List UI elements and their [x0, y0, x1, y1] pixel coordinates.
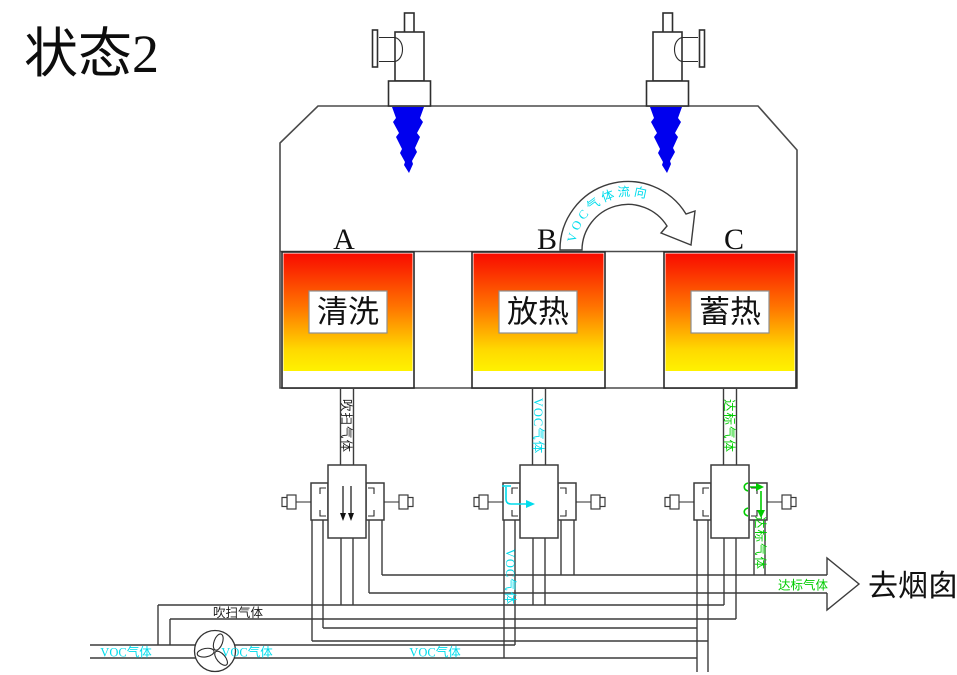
valve-b-body [519, 464, 559, 539]
voc-gas-label-main-1: VOC气体 [100, 645, 152, 660]
valve-b-voc-flow-arrow [502, 485, 535, 508]
voc-gas-label-main-2: VOC气体 [221, 645, 273, 660]
valve-a-right-actuator [398, 494, 409, 510]
chamber-c-state-box [690, 290, 770, 334]
burner-left-icon [371, 12, 432, 107]
pipe-chamber-a [339, 389, 355, 465]
purge-gas-label-pipe-a: 吹扫气体 [339, 399, 354, 453]
fan-icon [193, 629, 237, 673]
chamber-a-state-label: 清洗 [317, 295, 379, 330]
flow-arc-outline [559, 180, 696, 251]
valve-b [473, 464, 606, 539]
valve-c-seats [702, 487, 758, 517]
purge-gas-label-manifold: 吹扫气体 [213, 605, 264, 620]
valve-b-left-actuator [478, 494, 489, 510]
valve-a-left-actuator-cap [281, 496, 288, 508]
pipe-network [90, 520, 827, 672]
voc-gas-label-riser: VOC气体 [503, 549, 518, 605]
clean-gas-label-pipe-c: 达标气体 [722, 399, 737, 453]
voc-gas-label-main-3: VOC气体 [409, 645, 461, 660]
burner-right-icon [645, 12, 706, 107]
valve-a-seats [319, 487, 375, 517]
valve-a-left-actuator [286, 494, 297, 510]
valve-a-right-actuator-cap [407, 496, 414, 508]
chamber-a: 清洗 A [281, 223, 415, 389]
pipe-network-lines [90, 520, 827, 672]
valve-a-body [327, 464, 367, 539]
valve-c-left-actuator [669, 494, 680, 510]
valve-c [664, 464, 797, 539]
fan-blades [196, 633, 228, 666]
chamber-c: 蓄热 C [663, 223, 797, 389]
valve-a-flow-down-arrows [340, 486, 354, 521]
chamber-outlet-pipes [339, 389, 738, 465]
chamber-a-letter: A [333, 223, 355, 256]
flame-left-icon [392, 107, 424, 173]
chimney-arrow-icon [826, 556, 861, 612]
chamber-a-state-box [308, 290, 388, 334]
chamber-c-letter: C [724, 223, 744, 256]
valve-b-right-actuator-cap [599, 496, 606, 508]
valve-c-right-actuator-cap [790, 496, 797, 508]
valve-b-seats [511, 487, 567, 517]
voc-gas-label-pipe-b: VOC气体 [531, 398, 546, 454]
pipe-chamber-b [531, 389, 547, 465]
chamber-c-state-label: 蓄热 [699, 295, 761, 330]
flame-right-icon [650, 107, 682, 173]
valve-b-left-actuator-cap [473, 496, 480, 508]
chamber-b-state-label: 放热 [507, 295, 569, 330]
chamber-b: 放热 B [471, 223, 606, 389]
chamber-b-state-box [498, 290, 578, 334]
valve-c-right-actuator [781, 494, 792, 510]
valve-a [281, 464, 414, 539]
clean-gas-label-chimney-pipe: 达标气体 [778, 578, 829, 593]
valve-c-left-actuator-cap [664, 496, 671, 508]
valve-c-body [710, 464, 750, 539]
valve-b-right-actuator [590, 494, 601, 510]
pipe-chamber-c [722, 389, 738, 465]
to-chimney-label: 去烟囱 [868, 570, 957, 603]
chamber-b-letter: B [537, 223, 557, 256]
clean-gas-label-outlet: 达标气体 [753, 516, 768, 570]
page-title: 状态2 [24, 24, 159, 84]
valve-c-clean-flow-arrow [743, 482, 765, 518]
